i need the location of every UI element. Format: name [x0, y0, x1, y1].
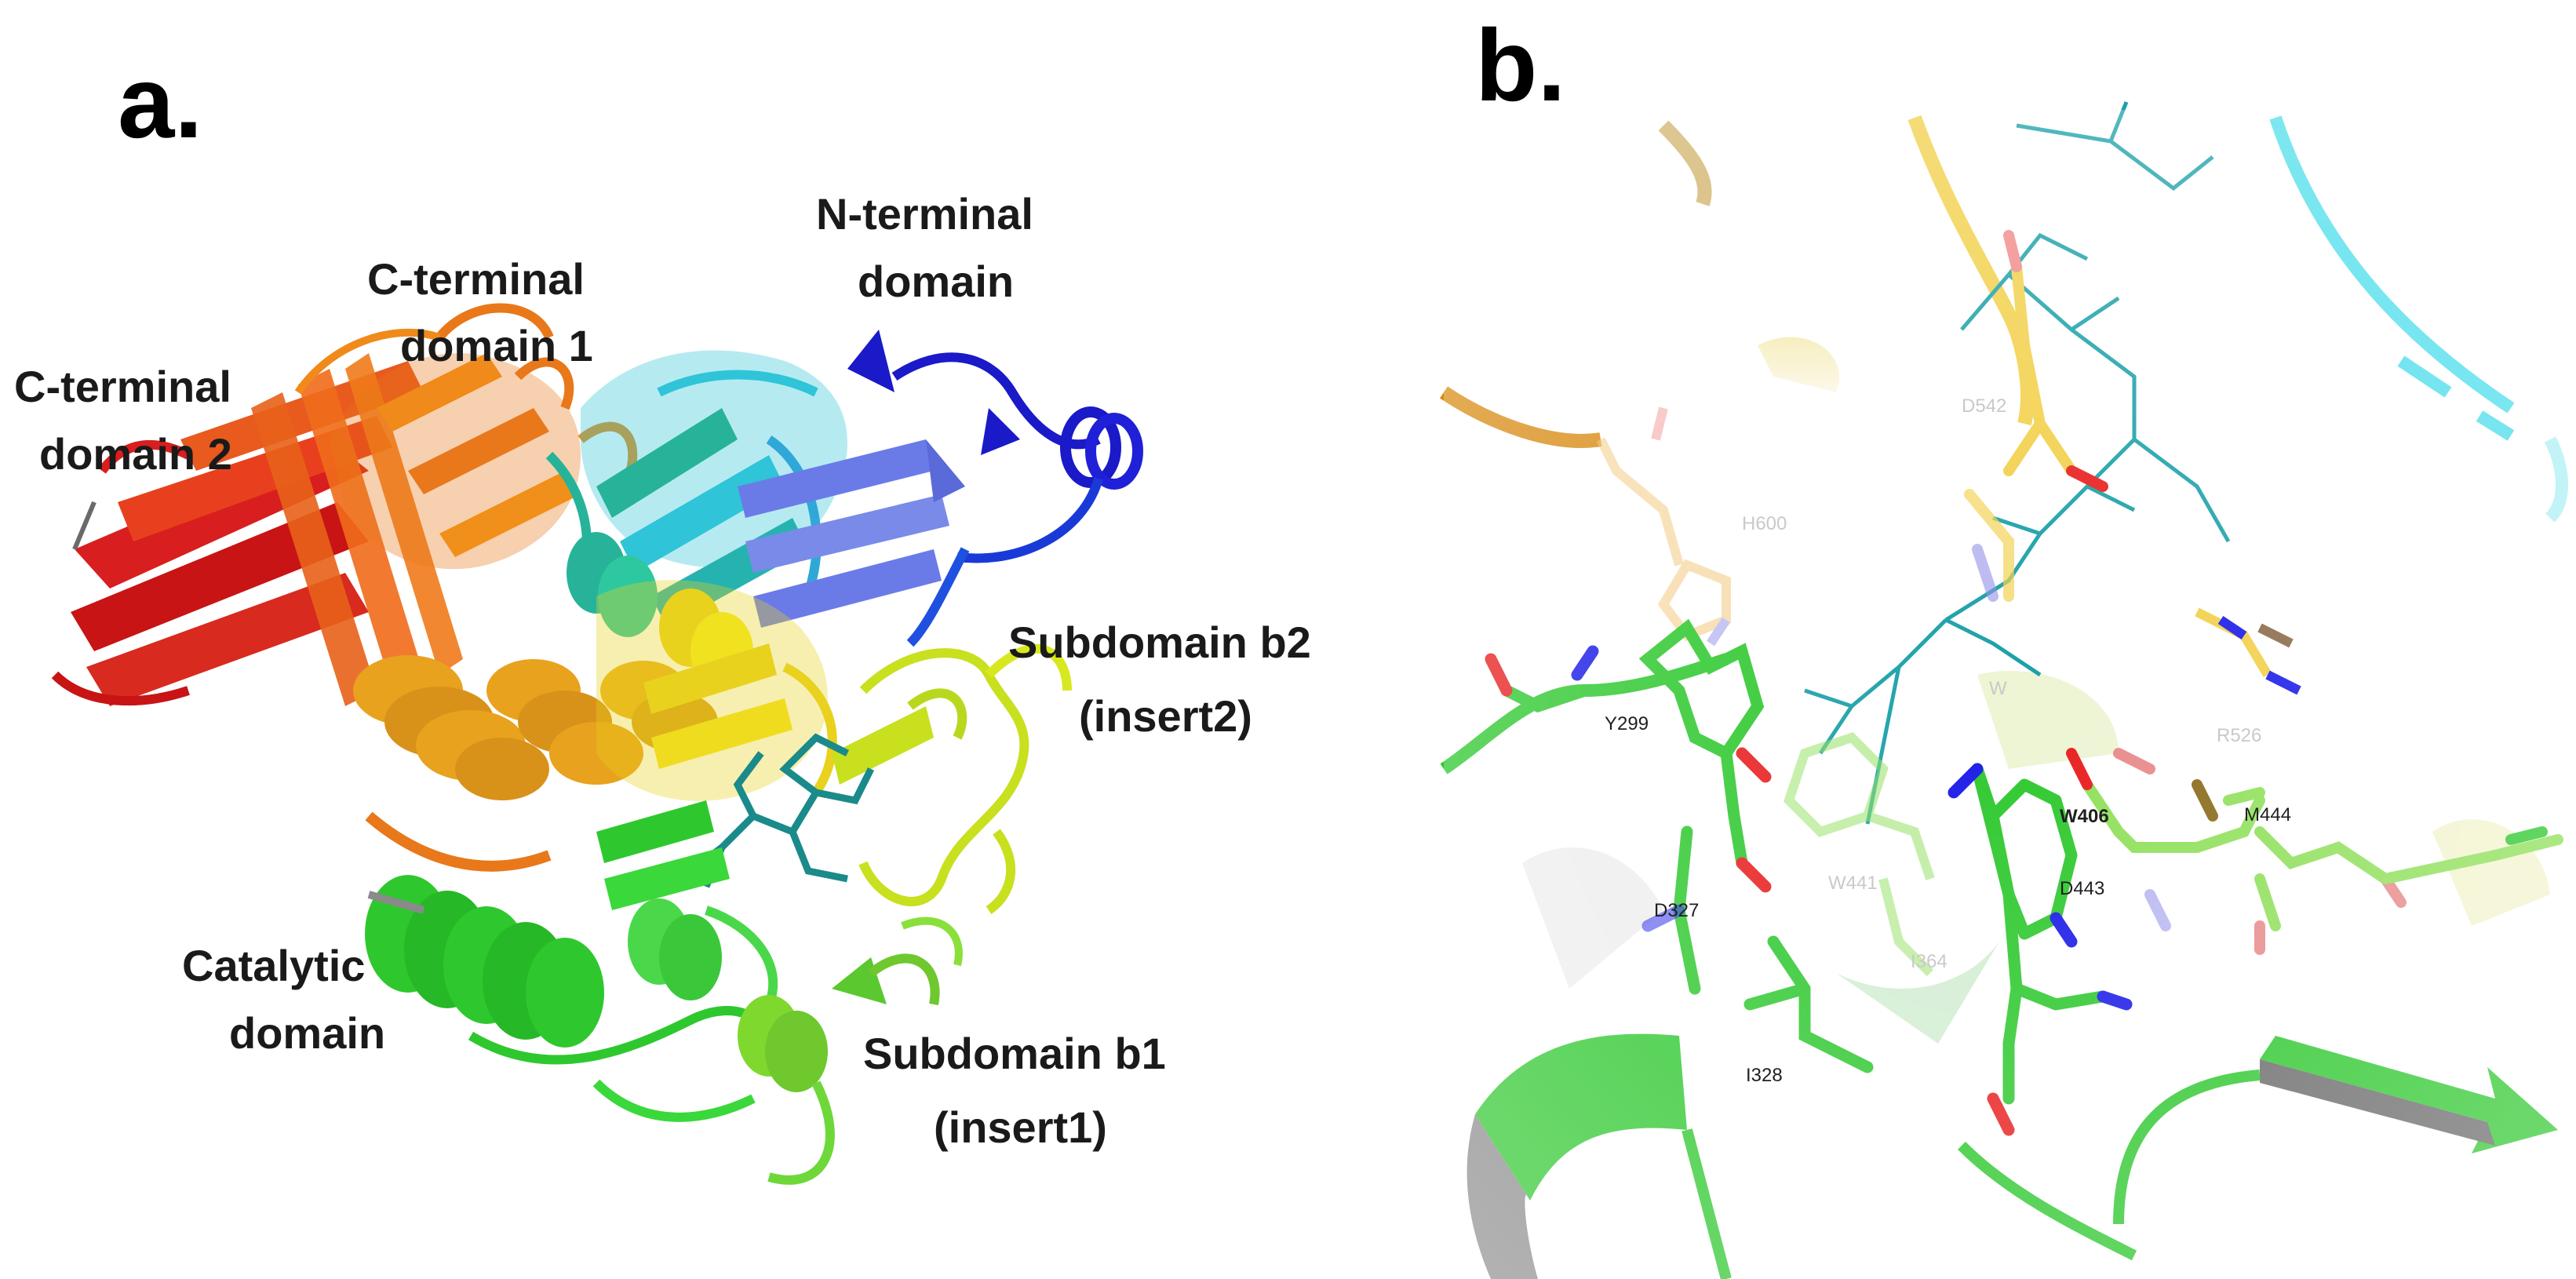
gold-helix-bundle: [353, 655, 718, 872]
residue-label-w441: W441: [1828, 873, 1878, 894]
catalytic-domain-cartoon: [365, 800, 778, 1122]
yellow-region-cartoon: [596, 580, 837, 801]
n-terminal-domain-cartoon: [847, 330, 1143, 647]
residue-label-h600: H600: [1742, 513, 1787, 534]
residue-label-w406: W406: [2060, 806, 2109, 827]
label-subdomain-b2-line1: Subdomain b2: [1008, 618, 1311, 667]
label-n-terminal-line2: domain: [858, 257, 1014, 306]
residue-label-i364: I364: [1911, 951, 1947, 972]
label-c-terminal-2-line1: C-terminal: [14, 362, 231, 411]
label-c-terminal-2-line2: domain 2: [39, 429, 232, 479]
label-catalytic-line2: domain: [229, 1008, 385, 1058]
residue-label-d542: D542: [1962, 395, 2006, 417]
residue-label-w-faint: W: [1989, 678, 2007, 699]
label-subdomain-b2-line2: (insert2): [1079, 691, 1252, 741]
panel-a-letter: a.: [118, 45, 202, 159]
residue-label-r526: R526: [2217, 725, 2261, 746]
panel-b: b.: [1440, 8, 2574, 1279]
subdomain-b1-cartoon: [738, 916, 963, 1185]
c-terminal-domain-1-cartoon: [294, 303, 638, 570]
n-terminal-sheet: [738, 439, 965, 628]
active-site-view: [1440, 101, 2574, 1279]
residue-label-y299: Y299: [1605, 713, 1649, 734]
panel-a-labels: N-terminal domain C-terminal domain 1 C-…: [14, 189, 1311, 1152]
c-terminal-domain-2-cartoon: [51, 353, 463, 706]
residue-label-d443: D443: [2060, 878, 2104, 899]
label-catalytic-line1: Catalytic: [182, 941, 365, 990]
subdomain-b2-cartoon: [832, 643, 1072, 914]
protein-cartoon-a: [51, 303, 1143, 1185]
label-subdomain-b1-line1: Subdomain b1: [863, 1029, 1166, 1078]
label-c-terminal-1-line1: C-terminal: [367, 254, 585, 304]
cyan-teal-region: [545, 350, 847, 637]
residue-label-m444: M444: [2244, 804, 2291, 825]
label-subdomain-b1-line2: (insert1): [934, 1102, 1107, 1152]
panel-b-residue-labels: D542 H600 Y299 W R526 W406 M444 W441 D44…: [1605, 395, 2291, 1086]
label-n-terminal-line1: N-terminal: [816, 189, 1033, 239]
label-c-terminal-1-line2: domain 1: [400, 321, 593, 370]
panel-b-letter: b.: [1475, 8, 1566, 122]
residue-label-i328: I328: [1746, 1065, 1783, 1086]
panel-a: a.: [14, 45, 1311, 1185]
residue-label-d327: D327: [1654, 900, 1699, 921]
